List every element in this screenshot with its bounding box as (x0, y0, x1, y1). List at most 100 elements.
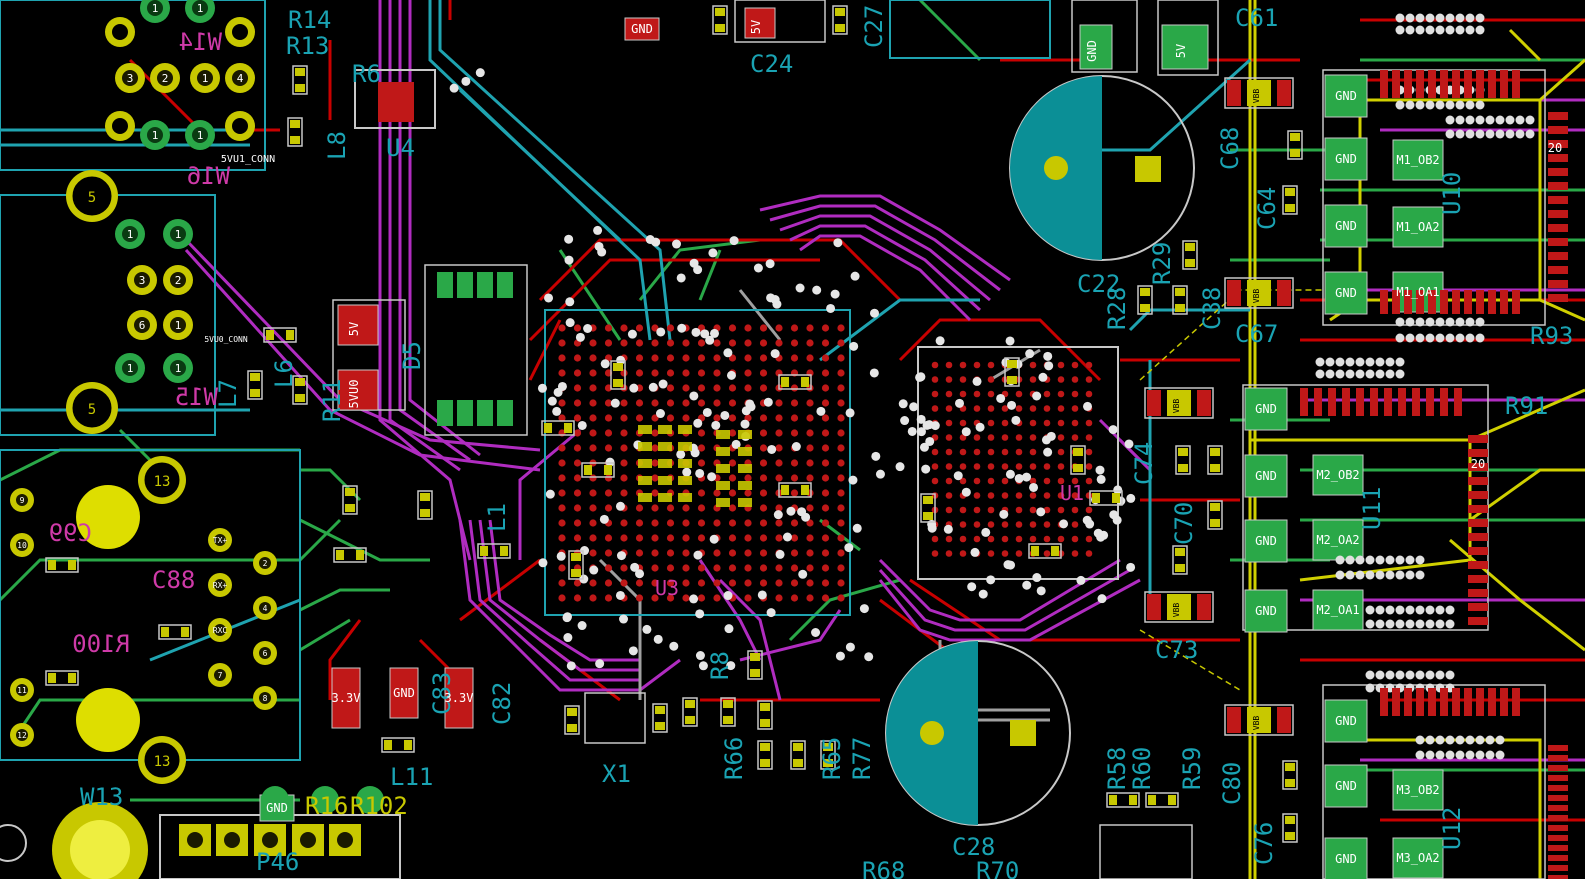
bga-ball (775, 579, 783, 587)
ref-r14[interactable]: R14 (288, 6, 331, 34)
via (724, 624, 734, 634)
ref-c24[interactable]: C24 (750, 50, 793, 78)
ref-c61[interactable]: C61 (1235, 4, 1278, 32)
ic-pad (1415, 670, 1425, 680)
bga-ball (1001, 535, 1009, 543)
ref-u4[interactable]: U4 (386, 134, 415, 162)
ic-pad (1365, 619, 1375, 629)
fab-u3[interactable]: U3 (655, 576, 679, 600)
ref-u10[interactable]: U10 (1438, 172, 1466, 215)
ref-r60[interactable]: R60 (1128, 747, 1156, 790)
passive-pad (1175, 548, 1185, 556)
ref-c70[interactable]: C70 (1170, 502, 1198, 545)
ref-r59[interactable]: R59 (1178, 747, 1206, 790)
bga-ball (1043, 405, 1051, 412)
ref-r13[interactable]: R13 (286, 32, 329, 60)
fab-r100[interactable]: R100 (72, 630, 130, 658)
ref-c82[interactable]: C82 (488, 682, 516, 725)
ref-r58[interactable]: R58 (1103, 747, 1131, 790)
ref-c80[interactable]: C80 (1218, 762, 1246, 805)
ref-r29[interactable]: R29 (1148, 242, 1176, 285)
labeled-pad (1324, 204, 1368, 248)
ref-r91[interactable]: R91 (1505, 392, 1548, 420)
vias (449, 68, 1136, 671)
ref-l11[interactable]: L11 (390, 763, 433, 791)
ref-c76[interactable]: C76 (1250, 822, 1278, 865)
ref-r70[interactable]: R70 (976, 857, 1019, 879)
ref-c73[interactable]: C73 (1155, 636, 1198, 664)
ref-u11[interactable]: U11 (1358, 487, 1386, 530)
via (943, 524, 953, 534)
fab-w16[interactable]: W16 (187, 162, 230, 190)
ref-x1[interactable]: X1 (602, 760, 631, 788)
ref-r11[interactable]: R11 (318, 379, 346, 422)
ic-pad (1455, 750, 1465, 760)
ref-l7[interactable]: L7 (214, 379, 242, 408)
ref-c27[interactable]: C27 (860, 5, 888, 48)
ic-pin (1380, 290, 1388, 314)
ref-r77[interactable]: R77 (848, 737, 876, 780)
bga-ball (759, 429, 768, 437)
ref-d5[interactable]: D5 (398, 341, 426, 370)
ref-r6[interactable]: R6 (352, 60, 381, 88)
bga-ball (931, 376, 939, 383)
bga-ball (945, 463, 953, 470)
ref-c22[interactable]: C22 (1077, 270, 1120, 298)
fab-w15[interactable]: W15 (175, 383, 218, 411)
ic-pin (1464, 290, 1472, 314)
bga-ball (682, 339, 690, 347)
ref-r102[interactable]: R102 (350, 792, 408, 820)
ref-w13[interactable]: W13 (80, 783, 123, 811)
ic-pin (1548, 140, 1568, 148)
bga-ball (1043, 535, 1051, 543)
ref-c74[interactable]: C74 (1130, 442, 1158, 485)
ref-r16[interactable]: R16 (305, 792, 348, 820)
ref-c83[interactable]: C83 (428, 672, 456, 715)
bga-ball (620, 474, 628, 482)
bga-ball (1085, 550, 1093, 557)
bga-ball (744, 339, 752, 347)
fab-u1[interactable]: U1 (1060, 481, 1084, 505)
ic-pad (1465, 317, 1475, 327)
ic-pad (1385, 619, 1395, 629)
ref-r28[interactable]: R28 (1103, 287, 1131, 330)
ref-c64[interactable]: C64 (1253, 187, 1281, 230)
bga-ball (682, 354, 690, 362)
via (850, 271, 860, 281)
ic-pin (1500, 688, 1508, 716)
bga-ball (1071, 390, 1079, 398)
ic-pad (1415, 750, 1425, 760)
ref-c38[interactable]: C38 (1198, 287, 1226, 330)
ref-p46[interactable]: P46 (256, 848, 299, 876)
ref-r68[interactable]: R68 (862, 857, 905, 879)
ref-r65[interactable]: R65 (818, 737, 846, 780)
ref-l8[interactable]: L8 (323, 131, 351, 160)
u4-outline (354, 69, 436, 129)
passive-outline (920, 493, 936, 523)
ref-u12[interactable]: U12 (1438, 807, 1466, 850)
ref-c28[interactable]: C28 (952, 833, 995, 861)
ref-c68[interactable]: C68 (1216, 127, 1244, 170)
ref-l6[interactable]: L6 (270, 359, 298, 388)
passive-pad (48, 673, 56, 683)
via (720, 410, 730, 420)
bga-ball (682, 564, 690, 572)
ref-r93[interactable]: R93 (1530, 322, 1573, 350)
via (651, 237, 661, 247)
ic-pad (1475, 13, 1485, 23)
pad-label: 9 (20, 496, 25, 505)
fab-w14[interactable]: W14 (179, 28, 222, 56)
fab-c88[interactable]: C88 (152, 566, 195, 594)
bga-ball (959, 521, 967, 528)
ref-r8[interactable]: R8 (706, 651, 734, 680)
ref-r66[interactable]: R66 (720, 737, 748, 780)
ref-c67[interactable]: C67 (1235, 320, 1278, 348)
via (852, 523, 862, 533)
ref-l1[interactable]: L1 (483, 503, 511, 532)
fab-c99[interactable]: C99 (49, 519, 92, 547)
bga-ball (806, 339, 814, 347)
bga-ball (604, 399, 613, 407)
bga-ball (573, 579, 582, 587)
via (1006, 560, 1016, 570)
